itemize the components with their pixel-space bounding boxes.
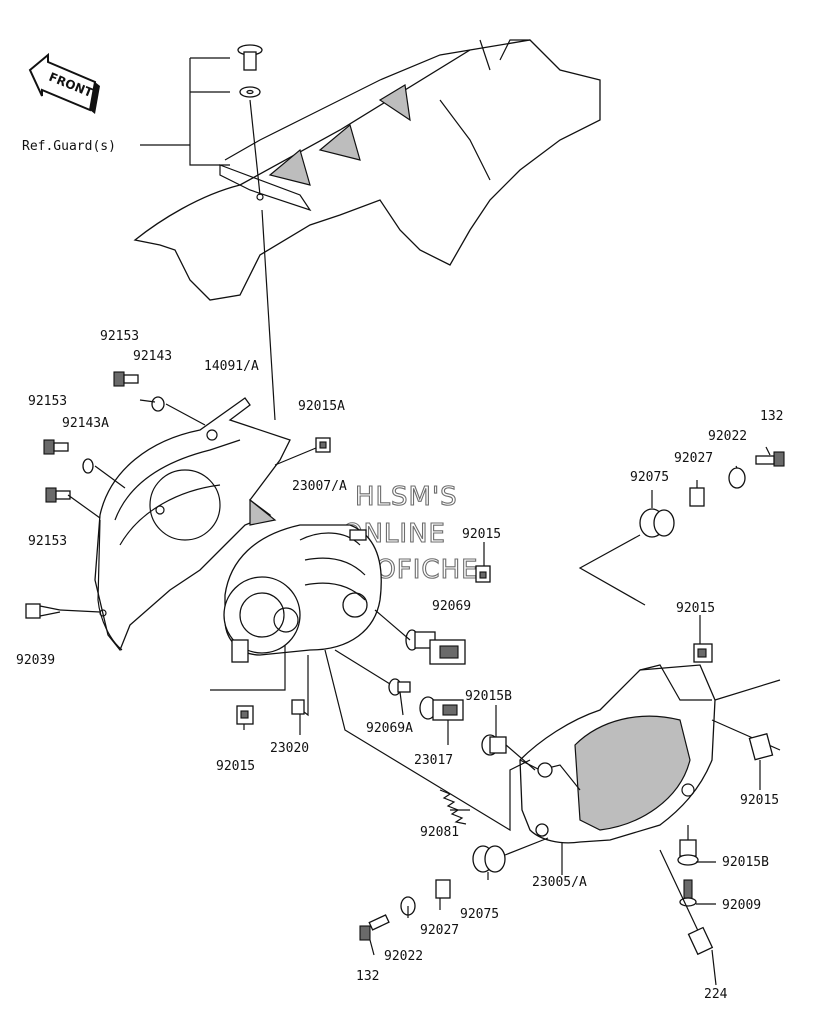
label-224: 224 xyxy=(704,987,728,1002)
bulb-92069a xyxy=(388,678,411,696)
collar-92015b-mid xyxy=(481,734,507,756)
label-92009: 92009 xyxy=(722,898,761,913)
front-arrow-icon: FRONT xyxy=(28,52,100,114)
label-92015-right-2: 92015 xyxy=(740,793,779,808)
ref-screw xyxy=(237,44,263,98)
clip-92039 xyxy=(25,603,61,619)
label-92015a: 92015A xyxy=(298,399,345,414)
label-92039: 92039 xyxy=(16,653,55,668)
nut-92015-left xyxy=(236,705,254,725)
headlight-assembly xyxy=(210,524,382,691)
label-92143: 92143 xyxy=(133,349,172,364)
nut-23020 xyxy=(291,699,305,715)
nut-92015-top xyxy=(475,565,491,583)
bolt-92153-c xyxy=(45,487,71,503)
nut-92015-right-2 xyxy=(748,732,774,761)
spring-92081 xyxy=(439,789,467,825)
label-92027-a: 92027 xyxy=(674,451,713,466)
label-92153-c: 92153 xyxy=(28,534,67,549)
label-92022-b: 92022 xyxy=(384,949,423,964)
bolt-92153-b xyxy=(43,439,69,455)
collar-92027-b xyxy=(435,879,451,899)
label-92015b-low: 92015B xyxy=(722,855,769,870)
bolt-92153-a xyxy=(113,371,139,387)
watermark-line-1: HLSM'S xyxy=(355,482,458,512)
label-92015-left: 92015 xyxy=(216,759,255,774)
label-132-b: 132 xyxy=(356,969,379,984)
label-23005a: 23005/A xyxy=(532,875,587,890)
label-23007a: 23007/A xyxy=(292,479,347,494)
grommet-92075-b xyxy=(472,845,506,873)
label-92015-right-1: 92015 xyxy=(676,601,715,616)
label-23020: 23020 xyxy=(270,741,309,756)
label-92075-a: 92075 xyxy=(630,470,669,485)
nut-92015-right-1 xyxy=(693,643,713,663)
label-92069a: 92069A xyxy=(366,721,413,736)
collar-92015b-low xyxy=(677,839,699,866)
label-92015-top: 92015 xyxy=(462,527,501,542)
bolt-224 xyxy=(659,849,714,956)
label-92015b-mid: 92015B xyxy=(465,689,512,704)
screw-92009 xyxy=(679,879,697,907)
bulb-92069 xyxy=(405,629,466,665)
label-23017: 23017 xyxy=(414,753,453,768)
grommet-92075-a xyxy=(639,508,675,538)
bolt-132-b xyxy=(359,914,390,941)
label-92081: 92081 xyxy=(420,825,459,840)
label-92022-a: 92022 xyxy=(708,429,747,444)
bolt-132-a xyxy=(755,451,785,467)
ref-guard-label: Ref.Guard(s) xyxy=(22,139,116,154)
guard-fairing xyxy=(133,39,601,301)
label-92153-b: 92153 xyxy=(28,394,67,409)
nut-92143a xyxy=(82,458,94,474)
label-132-a: 132 xyxy=(760,409,783,424)
socket-23017 xyxy=(419,696,464,721)
headlight-bracket xyxy=(94,397,291,652)
label-92153-a: 92153 xyxy=(100,329,139,344)
meter-housing xyxy=(519,664,781,844)
label-92075-b: 92075 xyxy=(460,907,499,922)
washer-92022-a xyxy=(728,467,746,489)
nut-92143 xyxy=(151,396,165,412)
label-92027-b: 92027 xyxy=(420,923,459,938)
label-92143a: 92143A xyxy=(62,416,109,431)
nut-92015a xyxy=(315,437,331,453)
collar-92027-a xyxy=(689,487,705,507)
label-14091a: 14091/A xyxy=(204,359,259,374)
label-92069: 92069 xyxy=(432,599,471,614)
